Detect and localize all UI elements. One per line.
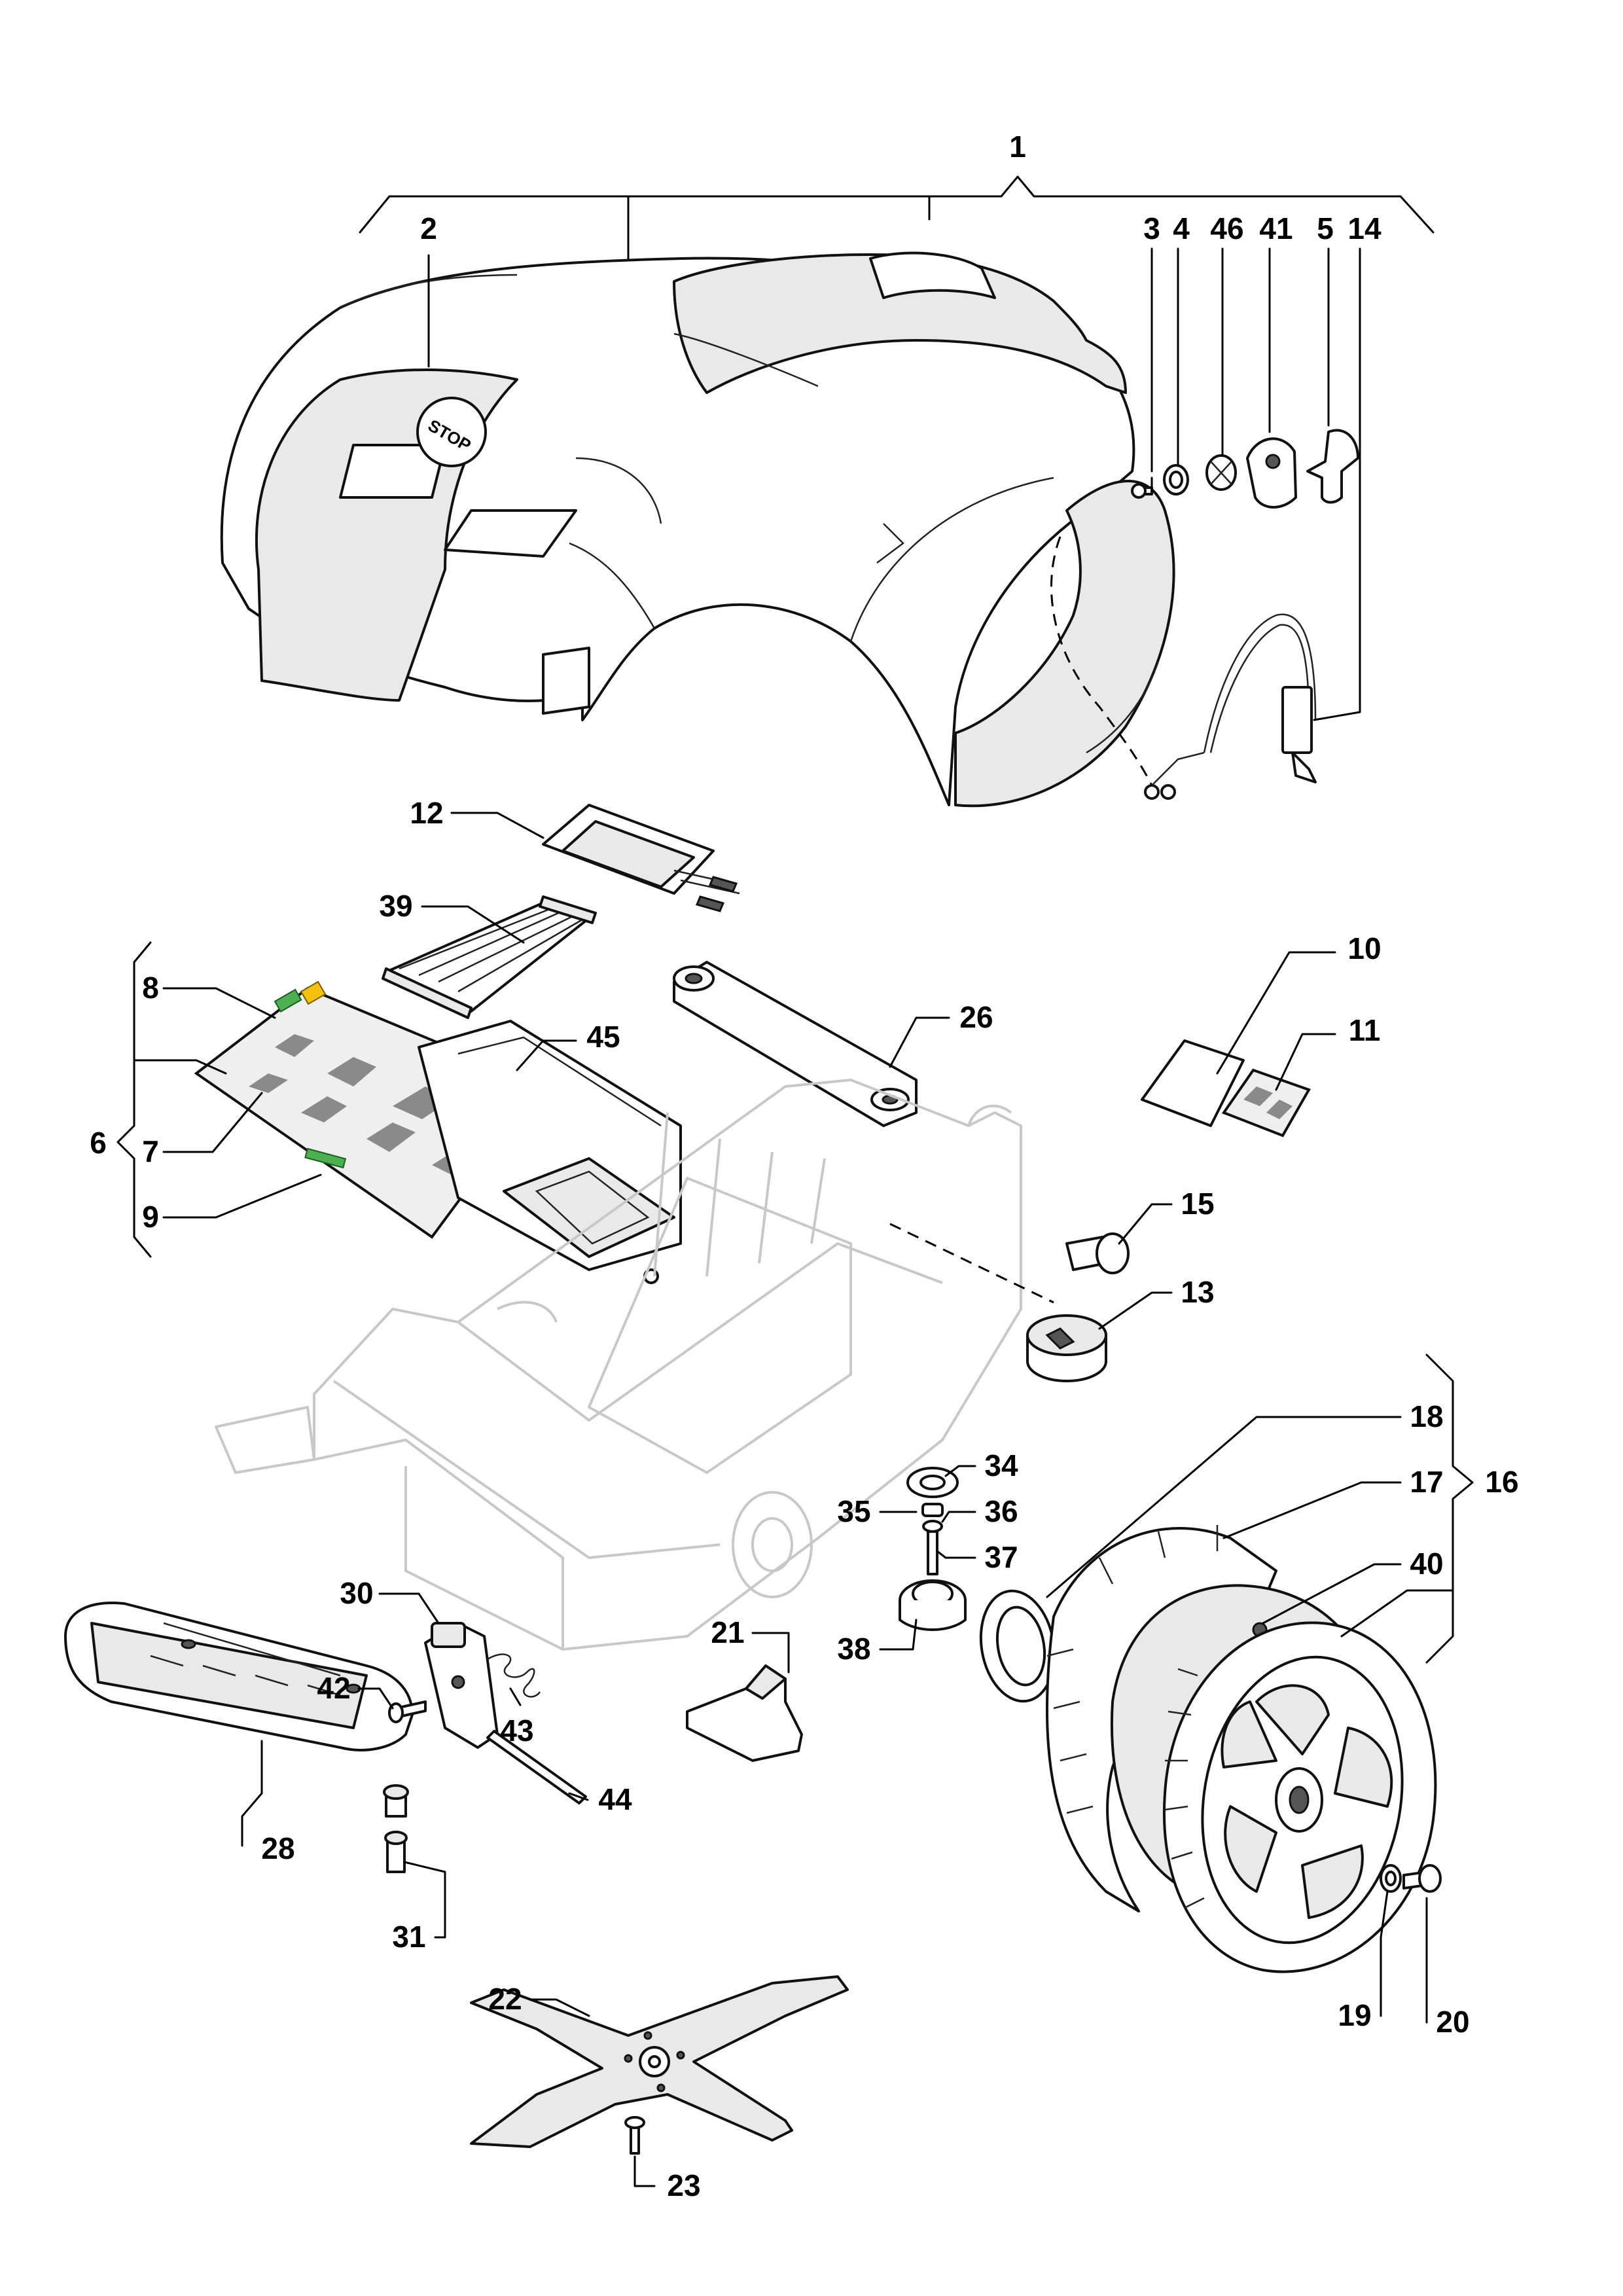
callout-19: 19 — [1338, 1998, 1371, 2032]
rear-cover-panel — [954, 480, 1175, 808]
holder-21 — [686, 1664, 803, 1762]
callout-10: 10 — [1347, 931, 1381, 965]
callout-40: 40 — [1410, 1547, 1443, 1581]
callout-42: 42 — [317, 1671, 350, 1705]
chassis-ghost — [215, 1079, 1022, 1651]
cutting-blade-22 — [470, 1975, 849, 2148]
callout-46: 46 — [1210, 211, 1243, 245]
top-cover-assembly: STOP — [220, 175, 1435, 808]
wire-harness-14 — [1050, 536, 1317, 800]
callout-39: 39 — [379, 889, 412, 923]
callout-21: 21 — [711, 1615, 744, 1649]
lcd-board-12 — [542, 804, 740, 912]
blade-screw-23 — [624, 2116, 645, 2155]
callout-38: 38 — [837, 1632, 870, 1666]
pcb-connector-9 — [304, 1147, 347, 1169]
callout-11: 11 — [1349, 1013, 1381, 1047]
callout-14: 14 — [1347, 211, 1382, 245]
callout-6: 6 — [90, 1126, 107, 1160]
callout-4: 4 — [1173, 211, 1190, 245]
pin-15 — [1065, 1232, 1130, 1274]
pin-44 — [486, 1730, 587, 1804]
callout-12: 12 — [410, 796, 443, 830]
bumper-28 — [64, 1602, 414, 1751]
callout-20: 20 — [1436, 2005, 1469, 2039]
ribbon-cable-39 — [382, 895, 597, 1019]
callout-34: 34 — [984, 1448, 1018, 1482]
sensor-bracket-30 — [424, 1622, 499, 1749]
key-41 — [1246, 437, 1297, 509]
sensor-board-11 — [1221, 1068, 1311, 1138]
callout-5: 5 — [1317, 211, 1334, 245]
callout-labels: 1 2 3 4 46 41 5 14 12 39 8 45 26 10 11 6… — [90, 130, 1518, 2202]
callout-45: 45 — [586, 1020, 620, 1054]
t-handle-5 — [1306, 429, 1359, 504]
callout-43: 43 — [500, 1713, 533, 1748]
callout-16: 16 — [1485, 1465, 1518, 1499]
pin-37 — [927, 1530, 938, 1575]
callout-31: 31 — [392, 1920, 425, 1954]
callout-22: 22 — [488, 1982, 522, 2016]
callout-17: 17 — [1410, 1465, 1443, 1499]
bushing-36 — [921, 1503, 944, 1517]
callout-8: 8 — [142, 971, 159, 1005]
spring-43 — [487, 1653, 541, 1698]
cover-fasteners — [1131, 429, 1359, 509]
callout-15: 15 — [1181, 1187, 1214, 1221]
callout-9: 9 — [142, 1200, 159, 1234]
sensor-board-10 — [1141, 1039, 1245, 1127]
pcb-tray-45 — [418, 1020, 682, 1284]
callout-7: 7 — [142, 1134, 159, 1168]
callout-30: 30 — [340, 1576, 373, 1610]
callout-28: 28 — [261, 1831, 294, 1865]
callout-44: 44 — [598, 1782, 632, 1816]
callout-36: 36 — [984, 1494, 1018, 1528]
stop-button — [416, 397, 487, 467]
callout-26: 26 — [959, 1000, 993, 1034]
mount-stack — [899, 1467, 967, 1631]
magnet-13 — [1026, 1314, 1107, 1382]
leader-lines — [116, 247, 1474, 2187]
washer-35 — [922, 1520, 943, 1533]
callout-18: 18 — [1410, 1399, 1443, 1433]
callout-23: 23 — [667, 2168, 700, 2202]
callout-3: 3 — [1143, 211, 1160, 245]
pcb-connector-8 — [274, 988, 302, 1013]
callout-2: 2 — [420, 211, 437, 245]
callout-35: 35 — [837, 1494, 870, 1528]
bracket-26 — [673, 961, 918, 1127]
callout-1: 1 — [1009, 130, 1026, 164]
callout-37: 37 — [984, 1540, 1018, 1574]
wheel-assembly — [979, 1525, 1442, 1973]
callout-41: 41 — [1259, 211, 1293, 245]
plug-31 — [383, 1784, 409, 1873]
callout-13: 13 — [1181, 1275, 1214, 1309]
